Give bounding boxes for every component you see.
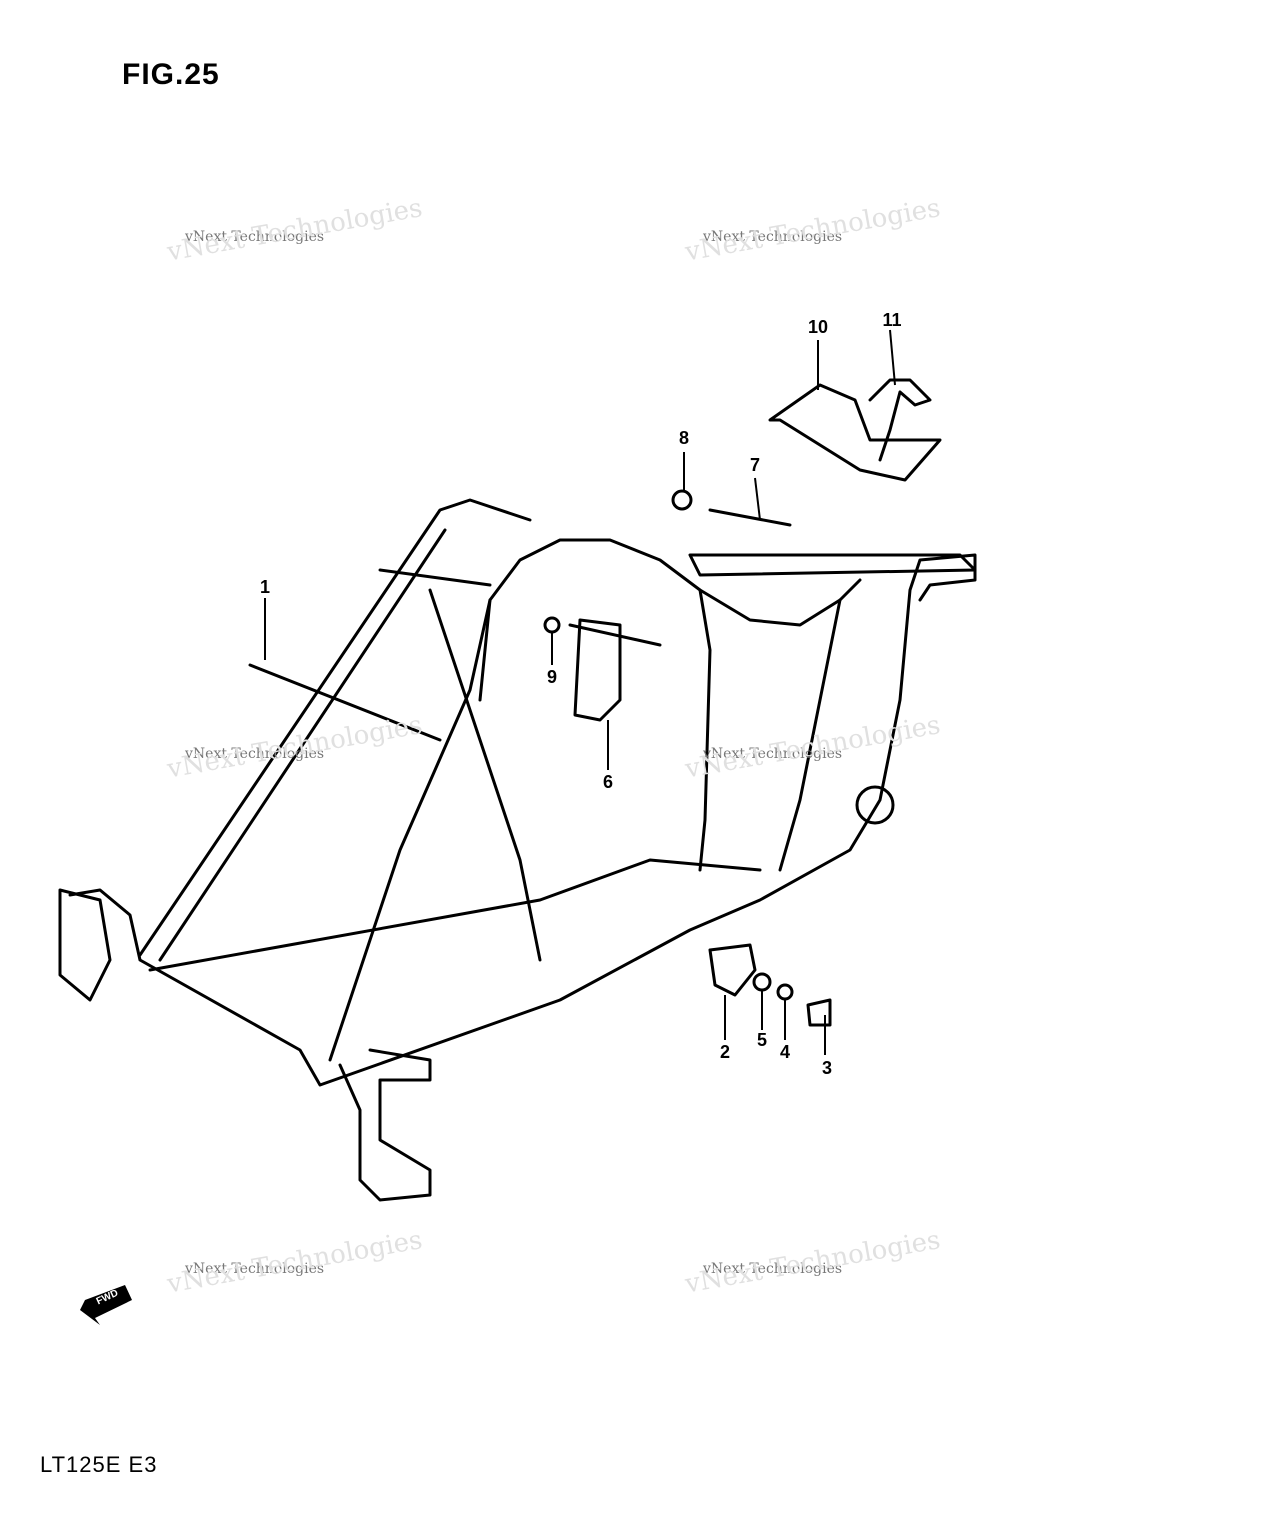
callout-4: 4 [779,1042,790,1062]
callout-8: 8 [678,428,689,448]
frame-main-rail [68,553,977,1087]
part-bracket-6 [573,618,622,722]
frame-inner-loop [478,538,862,702]
part-bolt-3 [806,998,832,1027]
frame-rear-loop [698,588,712,872]
model-code: LT125E E3 [40,1452,158,1477]
part-nut-4 [776,983,794,1001]
frame-rear-eye [855,785,895,825]
part-bolt-7 [708,508,792,527]
callout-5: 5 [756,1030,767,1050]
callout-3: 3 [821,1058,832,1078]
fwd-arrow-icon [80,1285,132,1325]
callout-10: 10 [807,317,829,337]
frame-cross-2 [378,568,492,587]
callout-7: 7 [749,455,760,475]
callout-6: 6 [602,772,613,792]
frame-brace [428,588,542,962]
frame-left-tube [138,498,532,957]
leader-11 [889,329,896,386]
frame-lower-rail [148,858,762,972]
frame-cross-1 [248,663,442,742]
figure-title: FIG.25 [122,58,220,91]
part-washer-5 [752,972,772,992]
part-plate-2 [708,943,757,997]
leader-7 [754,477,761,521]
callout-1: 1 [259,577,270,597]
callout-11: 11 [882,310,902,330]
part-seat-bracket [768,383,942,482]
part-washer-8 [671,489,693,511]
frame-rear-rack [688,553,977,577]
part-nut-9 [543,616,561,634]
frame-down-tube [328,598,492,1062]
frame-rear-loop-2 [778,598,842,872]
frame-front-tube [158,528,447,962]
frame-front-bracket [58,888,112,1002]
frame-foot-bracket [338,1048,432,1202]
callout-9: 9 [546,667,557,687]
part-strap [868,378,932,462]
part-bolt-9-shaft [568,623,662,647]
callout-2: 2 [719,1042,730,1062]
